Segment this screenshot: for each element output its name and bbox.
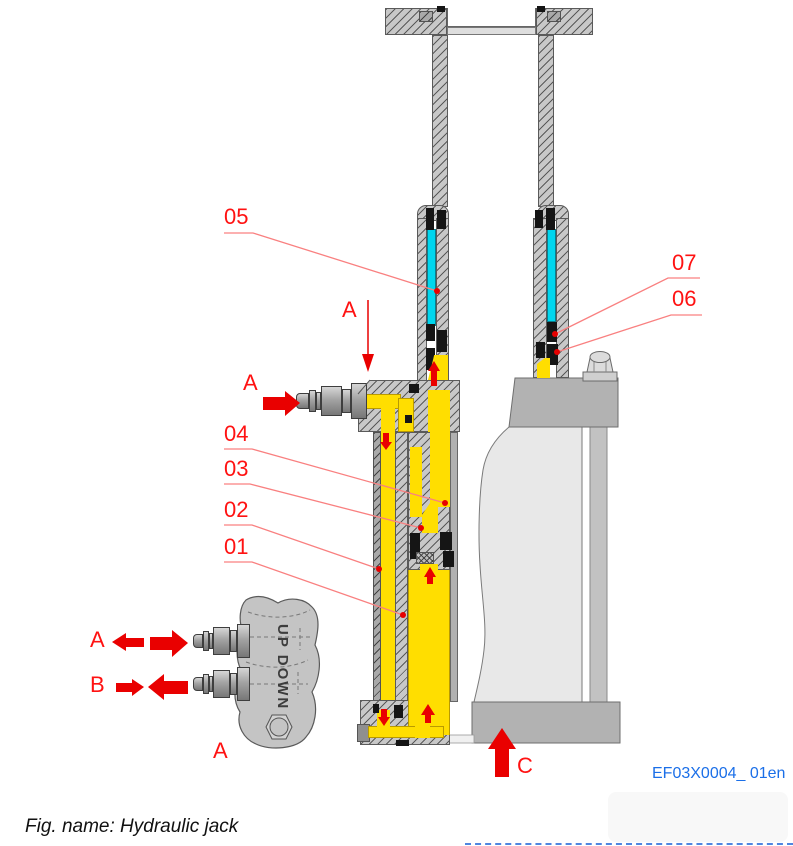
- label-b-down-line: B: [90, 672, 105, 697]
- coupler-groove: [209, 676, 213, 692]
- hydraulic-fluid-wedge-right: [537, 358, 550, 378]
- riser-channel-lower: [430, 432, 450, 507]
- label-a-valve-block: A: [213, 738, 228, 763]
- top-flange-left: [385, 8, 447, 35]
- coupler-hex: [213, 670, 230, 698]
- arrow-b-big-left: [148, 674, 164, 700]
- coupler-collar: [230, 673, 237, 695]
- seal: [405, 415, 412, 423]
- base-channel-stub-right: [415, 718, 430, 738]
- seal: [535, 210, 543, 228]
- arrow-a-side: [263, 391, 300, 416]
- coupler-hex-2: [237, 667, 250, 701]
- arrow-b-small-right: [132, 679, 144, 696]
- seal: [440, 532, 452, 550]
- arrow-c-shaft: [495, 749, 509, 777]
- seal: [536, 342, 545, 358]
- stage2-wall-right-inner: [533, 218, 547, 378]
- seal: [409, 384, 419, 393]
- callout-06: 06: [672, 286, 697, 311]
- coupler-neck: [203, 674, 209, 694]
- callout-05: 05: [224, 204, 249, 229]
- seal: [437, 210, 446, 229]
- riser-channel: [428, 390, 450, 432]
- flange-bore-floor: [447, 27, 536, 35]
- cylinder-inner-wall: [395, 432, 408, 702]
- cylinder-outer-wall-left: [373, 432, 381, 702]
- callout-02: 02: [224, 497, 249, 522]
- page-border-fragment: [465, 843, 793, 846]
- label-a-top: A: [342, 297, 357, 322]
- plunger-tube-wall-left: [432, 35, 448, 207]
- valve-block-engraving: UP DOWN: [274, 624, 291, 711]
- label-a-side-port: A: [243, 370, 258, 395]
- guide-strip-right: [547, 229, 556, 322]
- seal: [437, 6, 445, 12]
- faint-box: [608, 792, 788, 842]
- seal: [546, 208, 555, 230]
- seal: [537, 6, 545, 12]
- callout-07: 07: [672, 250, 697, 275]
- main-fluid-chamber: [408, 570, 450, 735]
- seal: [394, 705, 403, 718]
- coupler-groove: [316, 392, 321, 410]
- flange-screw-right: [547, 11, 561, 22]
- coupler-tip: [296, 393, 309, 409]
- callout-04: 04: [224, 421, 249, 446]
- cylinder-outer-wall-right: [450, 432, 458, 702]
- coupler-hex-2: [237, 624, 250, 658]
- ram-top-block: [508, 377, 619, 428]
- coupler-hex: [321, 386, 342, 416]
- arrow-a-top-head: [362, 354, 374, 372]
- seal: [410, 533, 420, 559]
- top-flange-right: [536, 8, 593, 35]
- ram-base-block: [471, 701, 621, 744]
- callout-01: 01: [224, 534, 249, 559]
- valve-block-hex-boss: [265, 714, 293, 740]
- coupler-tip: [193, 677, 203, 691]
- seal: [426, 348, 435, 370]
- seal: [426, 324, 435, 341]
- callout-03: 03: [224, 456, 249, 481]
- flange-screw-left: [419, 11, 433, 22]
- valve-spring-block: [416, 552, 434, 564]
- coupler-neck: [309, 390, 316, 412]
- drawing-reference: EF03X0004_ 01en: [652, 765, 786, 782]
- seal: [547, 322, 557, 342]
- figure-caption: Fig. name: Hydraulic jack: [25, 816, 239, 837]
- seal: [443, 551, 454, 567]
- seal: [547, 344, 558, 365]
- label-a-up-line: A: [90, 627, 105, 652]
- coupler-collar: [230, 630, 237, 652]
- tie-rod: [589, 401, 608, 703]
- plunger-tube-wall-right: [538, 35, 554, 207]
- coupler-groove: [209, 633, 213, 649]
- seal: [396, 740, 409, 746]
- seal: [426, 208, 434, 230]
- annular-fluid-channel: [381, 396, 395, 722]
- coupler-neck: [203, 631, 209, 651]
- arrow-c-head: [488, 728, 516, 749]
- feed-channel: [410, 447, 422, 517]
- flange-center-bore: [447, 8, 536, 27]
- seal: [373, 704, 379, 713]
- lock-nut: [582, 351, 618, 382]
- ram-body: [473, 426, 583, 703]
- label-c-base: C: [517, 753, 533, 778]
- arrow-a-big-right: [172, 630, 188, 657]
- arrow-a-small-left: [112, 633, 126, 651]
- coupler-tip: [193, 634, 203, 648]
- guide-strip-left: [427, 229, 436, 326]
- coupler-hex: [213, 627, 230, 655]
- coupler-collar: [342, 389, 351, 413]
- seal: [437, 330, 447, 352]
- valve-neck: [422, 503, 438, 533]
- coupler-hex-2: [351, 383, 367, 419]
- base-plate-stub: [447, 734, 475, 744]
- leader-lines: [224, 232, 702, 616]
